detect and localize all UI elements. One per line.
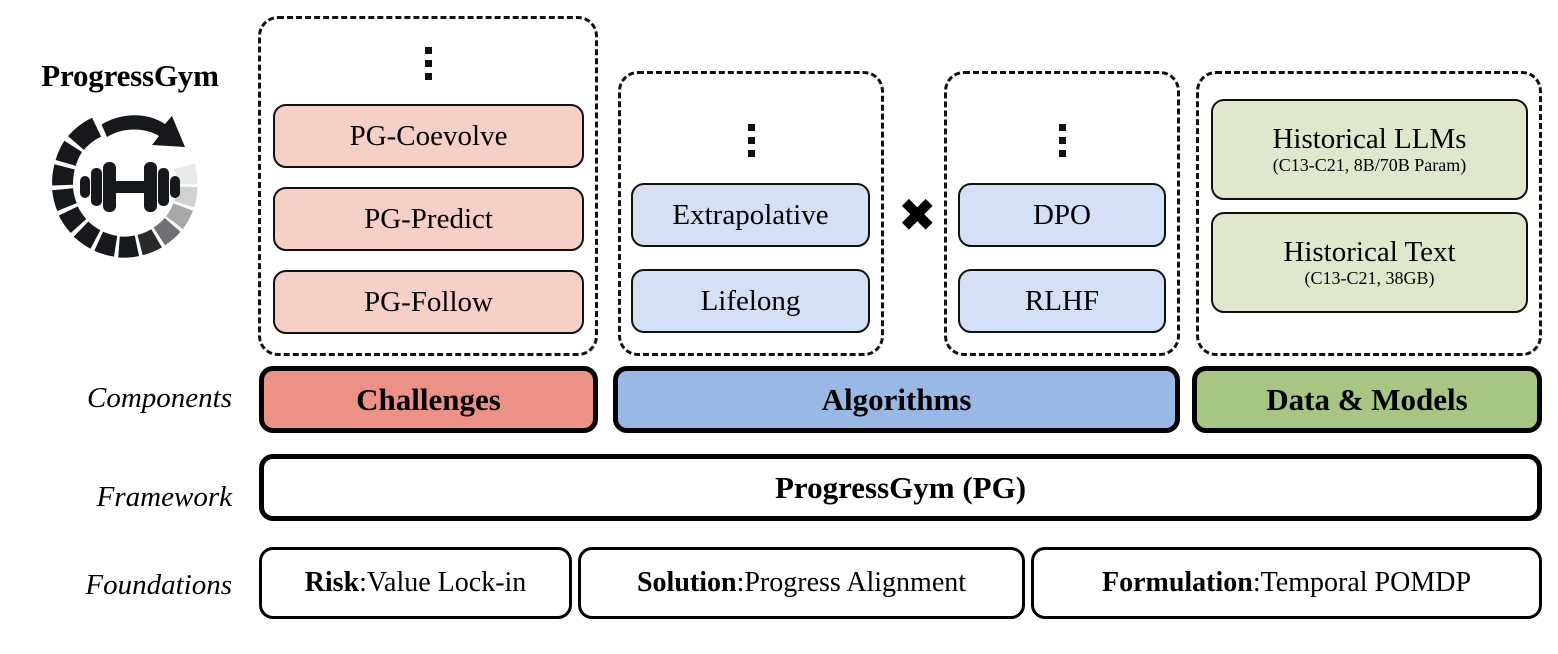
foundation-separator: : — [1252, 567, 1261, 598]
item-label: DPO — [1032, 198, 1091, 231]
item-label: RLHF — [1024, 284, 1100, 317]
item-historical-llms[interactable]: Historical LLMs (C13-C21, 8B/70B Param) — [1211, 99, 1528, 200]
foundation-key: Risk — [304, 567, 360, 598]
item-pg-coevolve[interactable]: PG-Coevolve — [273, 104, 584, 168]
row-label-foundations: Foundations — [85, 569, 232, 601]
logo-wrap — [14, 100, 246, 280]
foundation-value: Temporal POMDP — [1260, 567, 1472, 598]
foundation-value: Value Lock-in — [366, 567, 527, 598]
item-pg-follow[interactable]: PG-Follow — [273, 270, 584, 334]
component-label: Data & Models — [1266, 381, 1468, 417]
item-rlhf[interactable]: RLHF — [958, 269, 1166, 333]
row-label-framework: Framework — [96, 481, 232, 513]
item-historical-text[interactable]: Historical Text (C13-C21, 38GB) — [1211, 212, 1528, 313]
foundation-key: Formulation — [1101, 567, 1253, 598]
group-data-models — [1196, 71, 1542, 356]
foundation-value: Progress Alignment — [744, 567, 967, 598]
foundation-formulation[interactable]: Formulation : Temporal POMDP — [1031, 547, 1542, 619]
foundation-separator: : — [736, 567, 745, 598]
group-algorithms-method — [944, 71, 1180, 356]
page-title: ProgressGym — [41, 58, 219, 93]
component-label: Challenges — [356, 381, 501, 417]
item-label: PG-Predict — [364, 202, 493, 235]
component-label: Algorithms — [821, 381, 972, 417]
group-algorithms-paradigm — [618, 71, 884, 356]
cross-product-times-icon: ✖ — [898, 189, 937, 241]
foundation-solution[interactable]: Solution : Progress Alignment — [578, 547, 1025, 619]
group-challenges — [258, 16, 598, 356]
item-extrapolative[interactable]: Extrapolative — [631, 183, 870, 247]
vertical-ellipsis-icon — [1051, 118, 1073, 157]
vertical-ellipsis-icon — [417, 41, 439, 80]
item-label: Historical Text — [1283, 236, 1456, 269]
item-dpo[interactable]: DPO — [958, 183, 1166, 247]
foundation-key: Solution — [636, 567, 737, 598]
foundation-separator: : — [359, 567, 367, 598]
row-label-components: Components — [87, 382, 232, 414]
item-sublabel: (C13-C21, 38GB) — [1304, 267, 1435, 288]
foundation-risk[interactable]: Risk : Value Lock-in — [259, 547, 572, 619]
item-lifelong[interactable]: Lifelong — [631, 269, 870, 333]
framework-bar[interactable]: ProgressGym (PG) — [259, 454, 1542, 521]
component-data-models[interactable]: Data & Models — [1192, 366, 1542, 433]
component-algorithms[interactable]: Algorithms — [613, 366, 1180, 433]
item-sublabel: (C13-C21, 8B/70B Param) — [1272, 154, 1467, 175]
item-pg-predict[interactable]: PG-Predict — [273, 187, 584, 251]
progress-dumbbell-logo-icon — [52, 115, 198, 258]
item-label: Extrapolative — [672, 198, 829, 231]
brand-block: ProgressGym — [14, 58, 246, 280]
component-challenges[interactable]: Challenges — [259, 366, 598, 433]
framework-label: ProgressGym (PG) — [774, 469, 1027, 505]
vertical-ellipsis-icon — [740, 118, 762, 157]
item-label: Lifelong — [700, 284, 801, 317]
item-label: PG-Follow — [364, 285, 493, 318]
item-label: PG-Coevolve — [349, 119, 508, 152]
item-label: Historical LLMs — [1272, 123, 1467, 156]
